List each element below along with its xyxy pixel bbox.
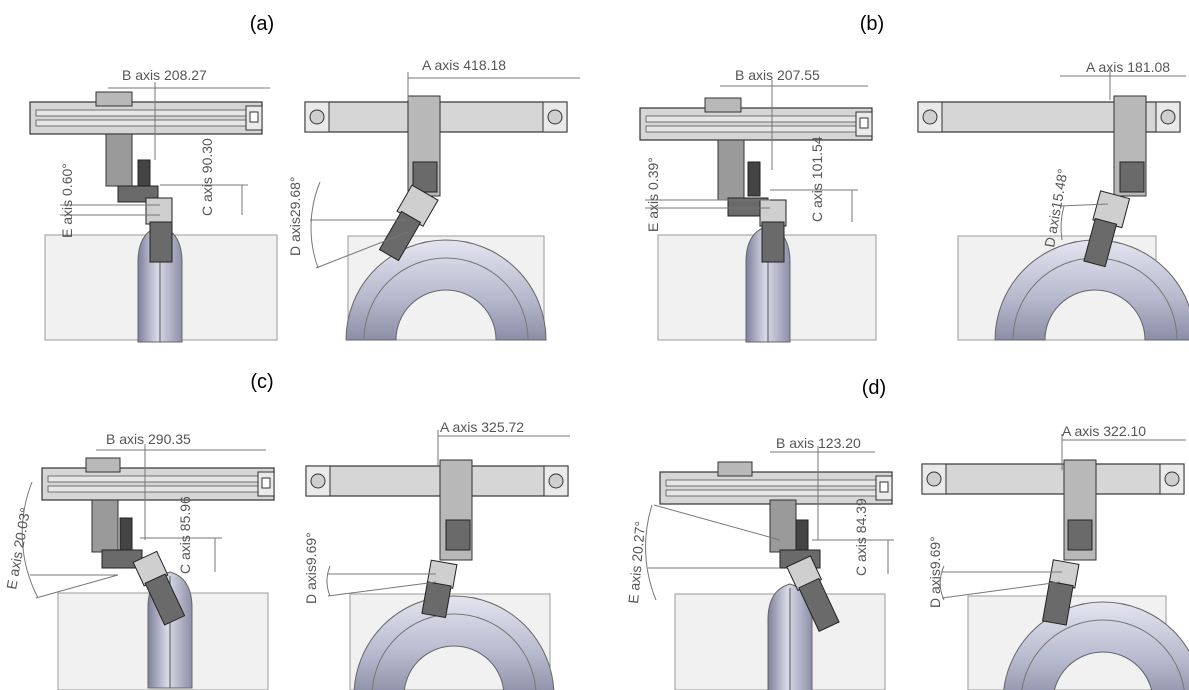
panel-d-side-view: B axis 123.20 C axis 84.39 E axis 20.27° [625, 435, 894, 690]
panel-b-front-view: A axis 181.08 D axis15.48° [917, 59, 1189, 341]
panel-b-b-axis-label: B axis 207.55 [735, 67, 820, 83]
panel-b-c-axis-label: C axis 101.54 [809, 136, 825, 222]
panel-a-d-axis-label: D axis29.68° [287, 176, 303, 256]
panel-d-b-axis-label: B axis 123.20 [776, 435, 861, 451]
panel-a-label: (a) [250, 13, 274, 35]
panel-d-front-view: A axis 322.10 D axis9.69° [921, 423, 1189, 690]
panel-a-front-view: A axis 418.18 D axis29.68° [287, 57, 580, 341]
panel-d-c-axis-label: C axis 84.39 [853, 498, 869, 576]
panel-b: (b) B axis 207.55 C axis 101.54 E axis 0… [639, 13, 1189, 343]
panel-a: (a) B axis 208.27 C axis 90.30 E axis 0.… [29, 13, 580, 343]
panel-b-a-axis-label: A axis 181.08 [1086, 59, 1170, 75]
panel-d: (d) B axis 123.20 C axis 84.39 E axis 20… [625, 377, 1189, 690]
panel-c-d-axis-label: D axis9.69° [303, 532, 319, 604]
panel-a-side-view: B axis 208.27 C axis 90.30 E axis 0.60° [29, 67, 278, 343]
panel-a-e-axis-label: E axis 0.60° [59, 163, 75, 238]
panel-d-d-axis-label: D axis9.69° [927, 536, 943, 608]
panel-c-e-axis-label: E axis 20.03° [3, 506, 33, 590]
panel-a-a-axis-label: A axis 418.18 [422, 57, 506, 73]
panel-b-label: (b) [860, 13, 884, 35]
panel-a-c-axis-label: C axis 90.30 [199, 138, 215, 216]
panel-c-b-axis-label: B axis 290.35 [106, 431, 191, 447]
panel-d-label: (d) [862, 377, 886, 399]
panel-c: (c) B axis 290.35 C axis 85.96 E axis 20… [3, 371, 570, 690]
panel-d-a-axis-label: A axis 322.10 [1062, 423, 1146, 439]
panel-c-a-axis-label: A axis 325.72 [440, 419, 524, 435]
panel-d-e-axis-label: E axis 20.27° [625, 521, 648, 605]
panel-c-c-axis-label: C axis 85.96 [177, 496, 193, 574]
panel-c-front-view: A axis 325.72 D axis9.69° [303, 419, 570, 690]
panel-c-side-view: B axis 290.35 C axis 85.96 E axis 20.03° [3, 431, 275, 690]
panel-b-side-view: B axis 207.55 C axis 101.54 E axis 0.39° [639, 67, 877, 343]
panel-c-label: (c) [250, 371, 273, 393]
panel-b-e-axis-label: E axis 0.39° [645, 157, 661, 232]
panel-a-b-axis-label: B axis 208.27 [122, 67, 207, 83]
